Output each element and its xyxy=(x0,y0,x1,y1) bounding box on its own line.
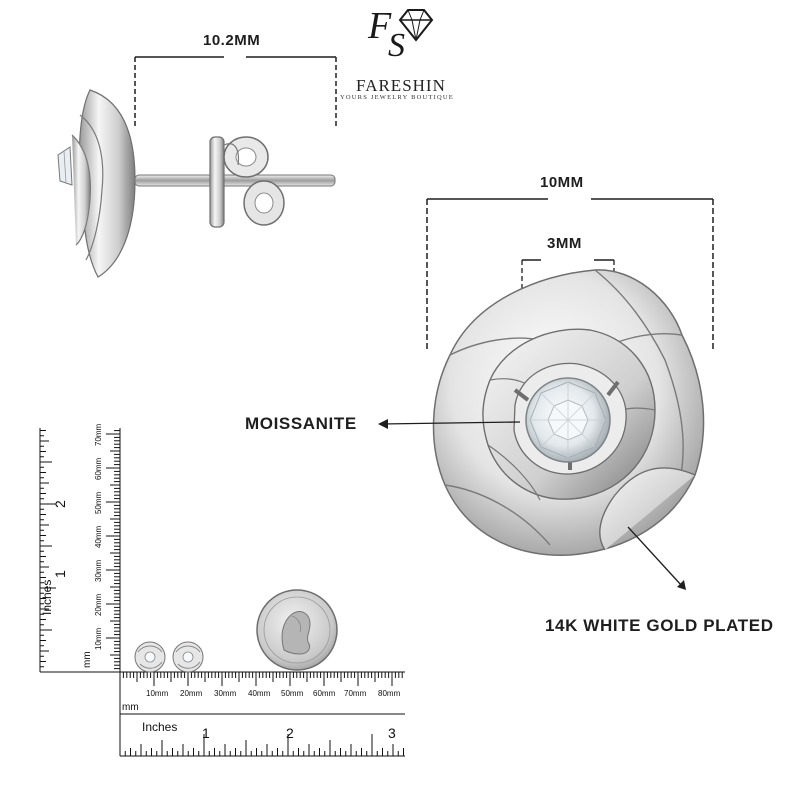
horizontal-mm-20: 20mm xyxy=(180,689,203,698)
vertical-mm-30: 30mm xyxy=(94,559,103,582)
horizontal-mm-60: 60mm xyxy=(313,689,336,698)
vertical-mm-40: 40mm xyxy=(94,525,103,548)
horizontal-mm-10: 10mm xyxy=(146,689,169,698)
monogram-diamond-icon: F S xyxy=(367,5,434,64)
vertical-inch-2: 2 xyxy=(52,500,68,508)
small-rose-right xyxy=(172,641,204,673)
vertical-inch-1: 1 xyxy=(52,570,68,578)
horizontal-inch-2: 2 xyxy=(286,725,294,741)
moissanite-callout-label: MOISSANITE xyxy=(245,414,357,433)
quarter-coin-icon xyxy=(256,589,338,671)
stone-size-label: 3MM xyxy=(547,235,582,252)
horizontal-mm-50: 50mm xyxy=(281,689,304,698)
horizontal-mm-label: mm xyxy=(122,702,139,713)
horizontal-mm-40: 40mm xyxy=(248,689,271,698)
side-length-label: 10.2MM xyxy=(203,32,261,49)
vertical-mm-10: 10mm xyxy=(94,627,103,650)
vertical-mm-label: mm xyxy=(82,651,93,668)
svg-text:F: F xyxy=(367,5,392,47)
white-gold-callout-label: 14K WHITE GOLD PLATED xyxy=(545,616,774,635)
horizontal-mm-ruler xyxy=(119,671,405,757)
horizontal-inches-label: Inches xyxy=(142,720,178,734)
vertical-inch-ruler xyxy=(39,428,120,673)
width-label: 10MM xyxy=(540,174,584,191)
small-rose-left xyxy=(134,641,166,673)
vertical-mm-50: 50mm xyxy=(94,491,103,514)
vertical-mm-20: 20mm xyxy=(94,593,103,616)
horizontal-inch-3: 3 xyxy=(388,725,396,741)
earring-pair-scale-preview xyxy=(134,641,204,673)
earring-side-view xyxy=(57,89,336,278)
brand-tagline: YOURS JEWELRY BOUTIQUE xyxy=(340,94,454,101)
horizontal-inch-1: 1 xyxy=(202,725,210,741)
horizontal-mm-30: 30mm xyxy=(214,689,237,698)
vertical-mm-70: 70mm xyxy=(94,423,103,446)
horizontal-mm-80: 80mm xyxy=(378,689,401,698)
svg-text:S: S xyxy=(388,27,405,64)
brand-logo: F S FARESHIN YOURS JEWELRY BOUTIQUE xyxy=(340,0,470,105)
vertical-mm-60: 60mm xyxy=(94,457,103,480)
earring-front-view xyxy=(432,269,705,556)
brand-name: FARESHIN xyxy=(356,76,446,95)
horizontal-mm-70: 70mm xyxy=(344,689,367,698)
